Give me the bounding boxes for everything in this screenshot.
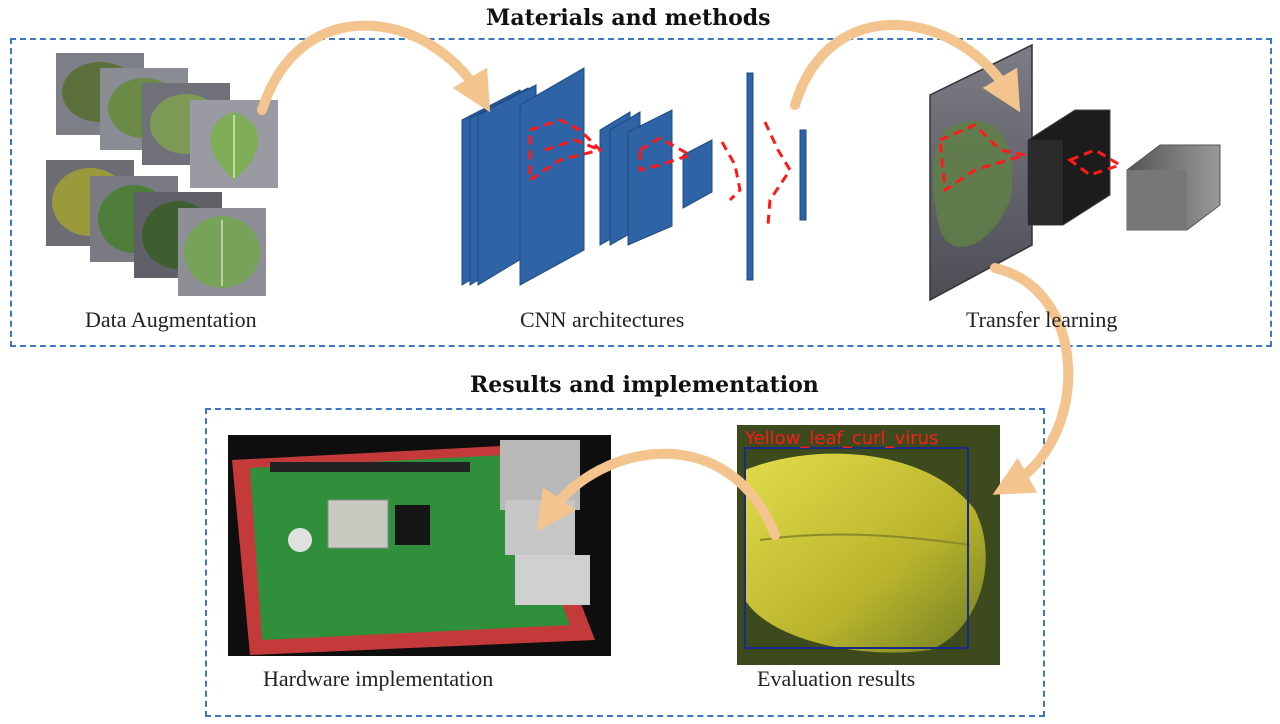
augmented-leaf-images <box>46 53 278 296</box>
convolution-window-marks <box>528 118 792 226</box>
materials-methods-box <box>10 38 1272 347</box>
data-augmentation-caption: Data Augmentation <box>85 307 257 332</box>
cnn-architectures-caption: CNN architectures <box>520 307 685 332</box>
transfer-learning-graphic <box>929 43 1221 302</box>
cnn-layer-icon <box>461 67 585 286</box>
evaluation-results-caption: Evaluation results <box>757 666 916 691</box>
cnn-layers <box>461 67 807 286</box>
leaf-image-icon <box>178 208 266 296</box>
cnn-layer-icon <box>599 109 673 246</box>
diseased-leaf-icon <box>737 425 1000 665</box>
fc-layer-bar <box>746 72 754 281</box>
hardware-implementation-caption: Hardware implementation <box>263 666 494 691</box>
feature-cube-icon <box>1126 144 1221 231</box>
cnn-layer-icon <box>682 139 713 209</box>
detection-label: Yellow_leaf_curl_virus <box>745 428 939 449</box>
flow-arrows <box>257 20 1074 540</box>
feature-cube-icon <box>1027 109 1111 226</box>
results-implementation-box <box>205 408 1045 717</box>
raspberry-pi-board-icon <box>228 435 611 656</box>
materials-methods-title: Materials and methods <box>486 5 771 31</box>
output-layer-bar <box>799 129 807 221</box>
transfer-learning-caption: Transfer learning <box>966 307 1118 332</box>
results-implementation-title: Results and implementation <box>470 372 819 398</box>
